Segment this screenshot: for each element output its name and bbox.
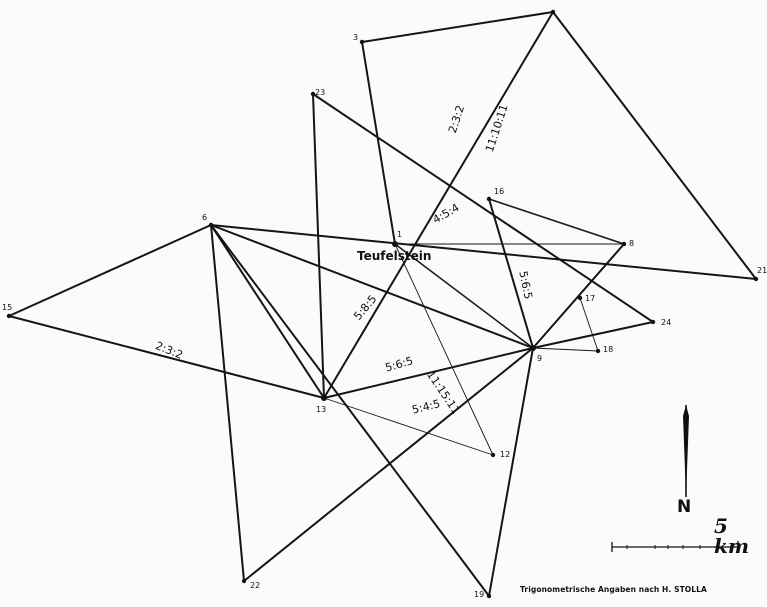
station-label-24: 24 bbox=[661, 318, 672, 327]
station-label-3: 3 bbox=[353, 33, 359, 42]
edge-1-12 bbox=[394, 243, 494, 456]
edge-6-19 bbox=[210, 224, 490, 597]
station-marker-23 bbox=[310, 91, 316, 97]
station-marker-6 bbox=[208, 222, 214, 228]
station-label-6: 6 bbox=[202, 213, 208, 222]
edge-6-21 bbox=[210, 224, 757, 280]
edge-top-13 bbox=[323, 11, 554, 399]
station-marker-8 bbox=[621, 241, 627, 247]
edge-13-9 bbox=[323, 347, 534, 399]
edge-23-24 bbox=[312, 93, 654, 323]
station-label-18: 18 bbox=[603, 345, 614, 354]
edge-9-22 bbox=[243, 347, 534, 582]
edge-9-18 bbox=[532, 347, 599, 352]
station-marker-13 bbox=[321, 395, 327, 401]
station-label-16: 16 bbox=[494, 187, 505, 196]
edge-3-top bbox=[361, 11, 554, 43]
scale-label: 5 km bbox=[714, 514, 750, 558]
station-label-21: 21 bbox=[757, 266, 767, 275]
edge-15-13 bbox=[8, 315, 325, 399]
north-arrow-icon bbox=[683, 405, 689, 497]
station-label-15: 15 bbox=[2, 303, 13, 312]
edge-6-13 bbox=[210, 224, 325, 399]
station-label-23: 23 bbox=[315, 88, 326, 97]
station-label-17: 17 bbox=[585, 294, 596, 303]
scale-bar-graphic bbox=[611, 541, 739, 552]
station-label-1: 1 bbox=[397, 230, 403, 239]
station-label-19: 19 bbox=[474, 590, 485, 599]
edge-1-9 bbox=[394, 243, 534, 349]
edge-9-19 bbox=[488, 347, 534, 597]
station-marker-16 bbox=[486, 196, 492, 202]
main-station-name: Teufelstein bbox=[357, 249, 432, 263]
edge-13-12 bbox=[323, 397, 494, 456]
station-marker-18 bbox=[595, 348, 601, 354]
edge-6-9 bbox=[210, 224, 534, 349]
credit-note: Trigonometrische Angaben nach H. STOLLA bbox=[520, 585, 707, 594]
station-marker-22 bbox=[241, 578, 247, 584]
edge-16-9 bbox=[488, 198, 534, 349]
edge-23-13 bbox=[312, 93, 325, 399]
north-label: N bbox=[677, 497, 692, 517]
edge-top-21 bbox=[552, 11, 757, 280]
station-marker-9 bbox=[530, 345, 536, 351]
station-label-13: 13 bbox=[316, 405, 327, 414]
edge-17-18 bbox=[579, 297, 599, 352]
edge-6-22 bbox=[210, 224, 245, 582]
edge-8-9 bbox=[532, 243, 625, 349]
edge-3-1 bbox=[361, 41, 396, 245]
station-marker-top bbox=[550, 9, 556, 15]
station-marker-1 bbox=[392, 241, 398, 247]
station-marker-21 bbox=[753, 276, 759, 282]
station-label-22: 22 bbox=[250, 581, 261, 590]
station-marker-24 bbox=[650, 319, 656, 325]
station-marker-3 bbox=[359, 39, 365, 45]
edge-16-8 bbox=[488, 198, 625, 245]
edge-6-15 bbox=[8, 224, 212, 317]
station-marker-15 bbox=[6, 313, 12, 319]
station-label-9: 9 bbox=[537, 354, 543, 363]
station-label-12: 12 bbox=[500, 450, 511, 459]
station-marker-17 bbox=[577, 295, 583, 301]
station-label-8: 8 bbox=[629, 239, 635, 248]
station-marker-19 bbox=[486, 593, 492, 599]
station-marker-12 bbox=[490, 452, 496, 458]
